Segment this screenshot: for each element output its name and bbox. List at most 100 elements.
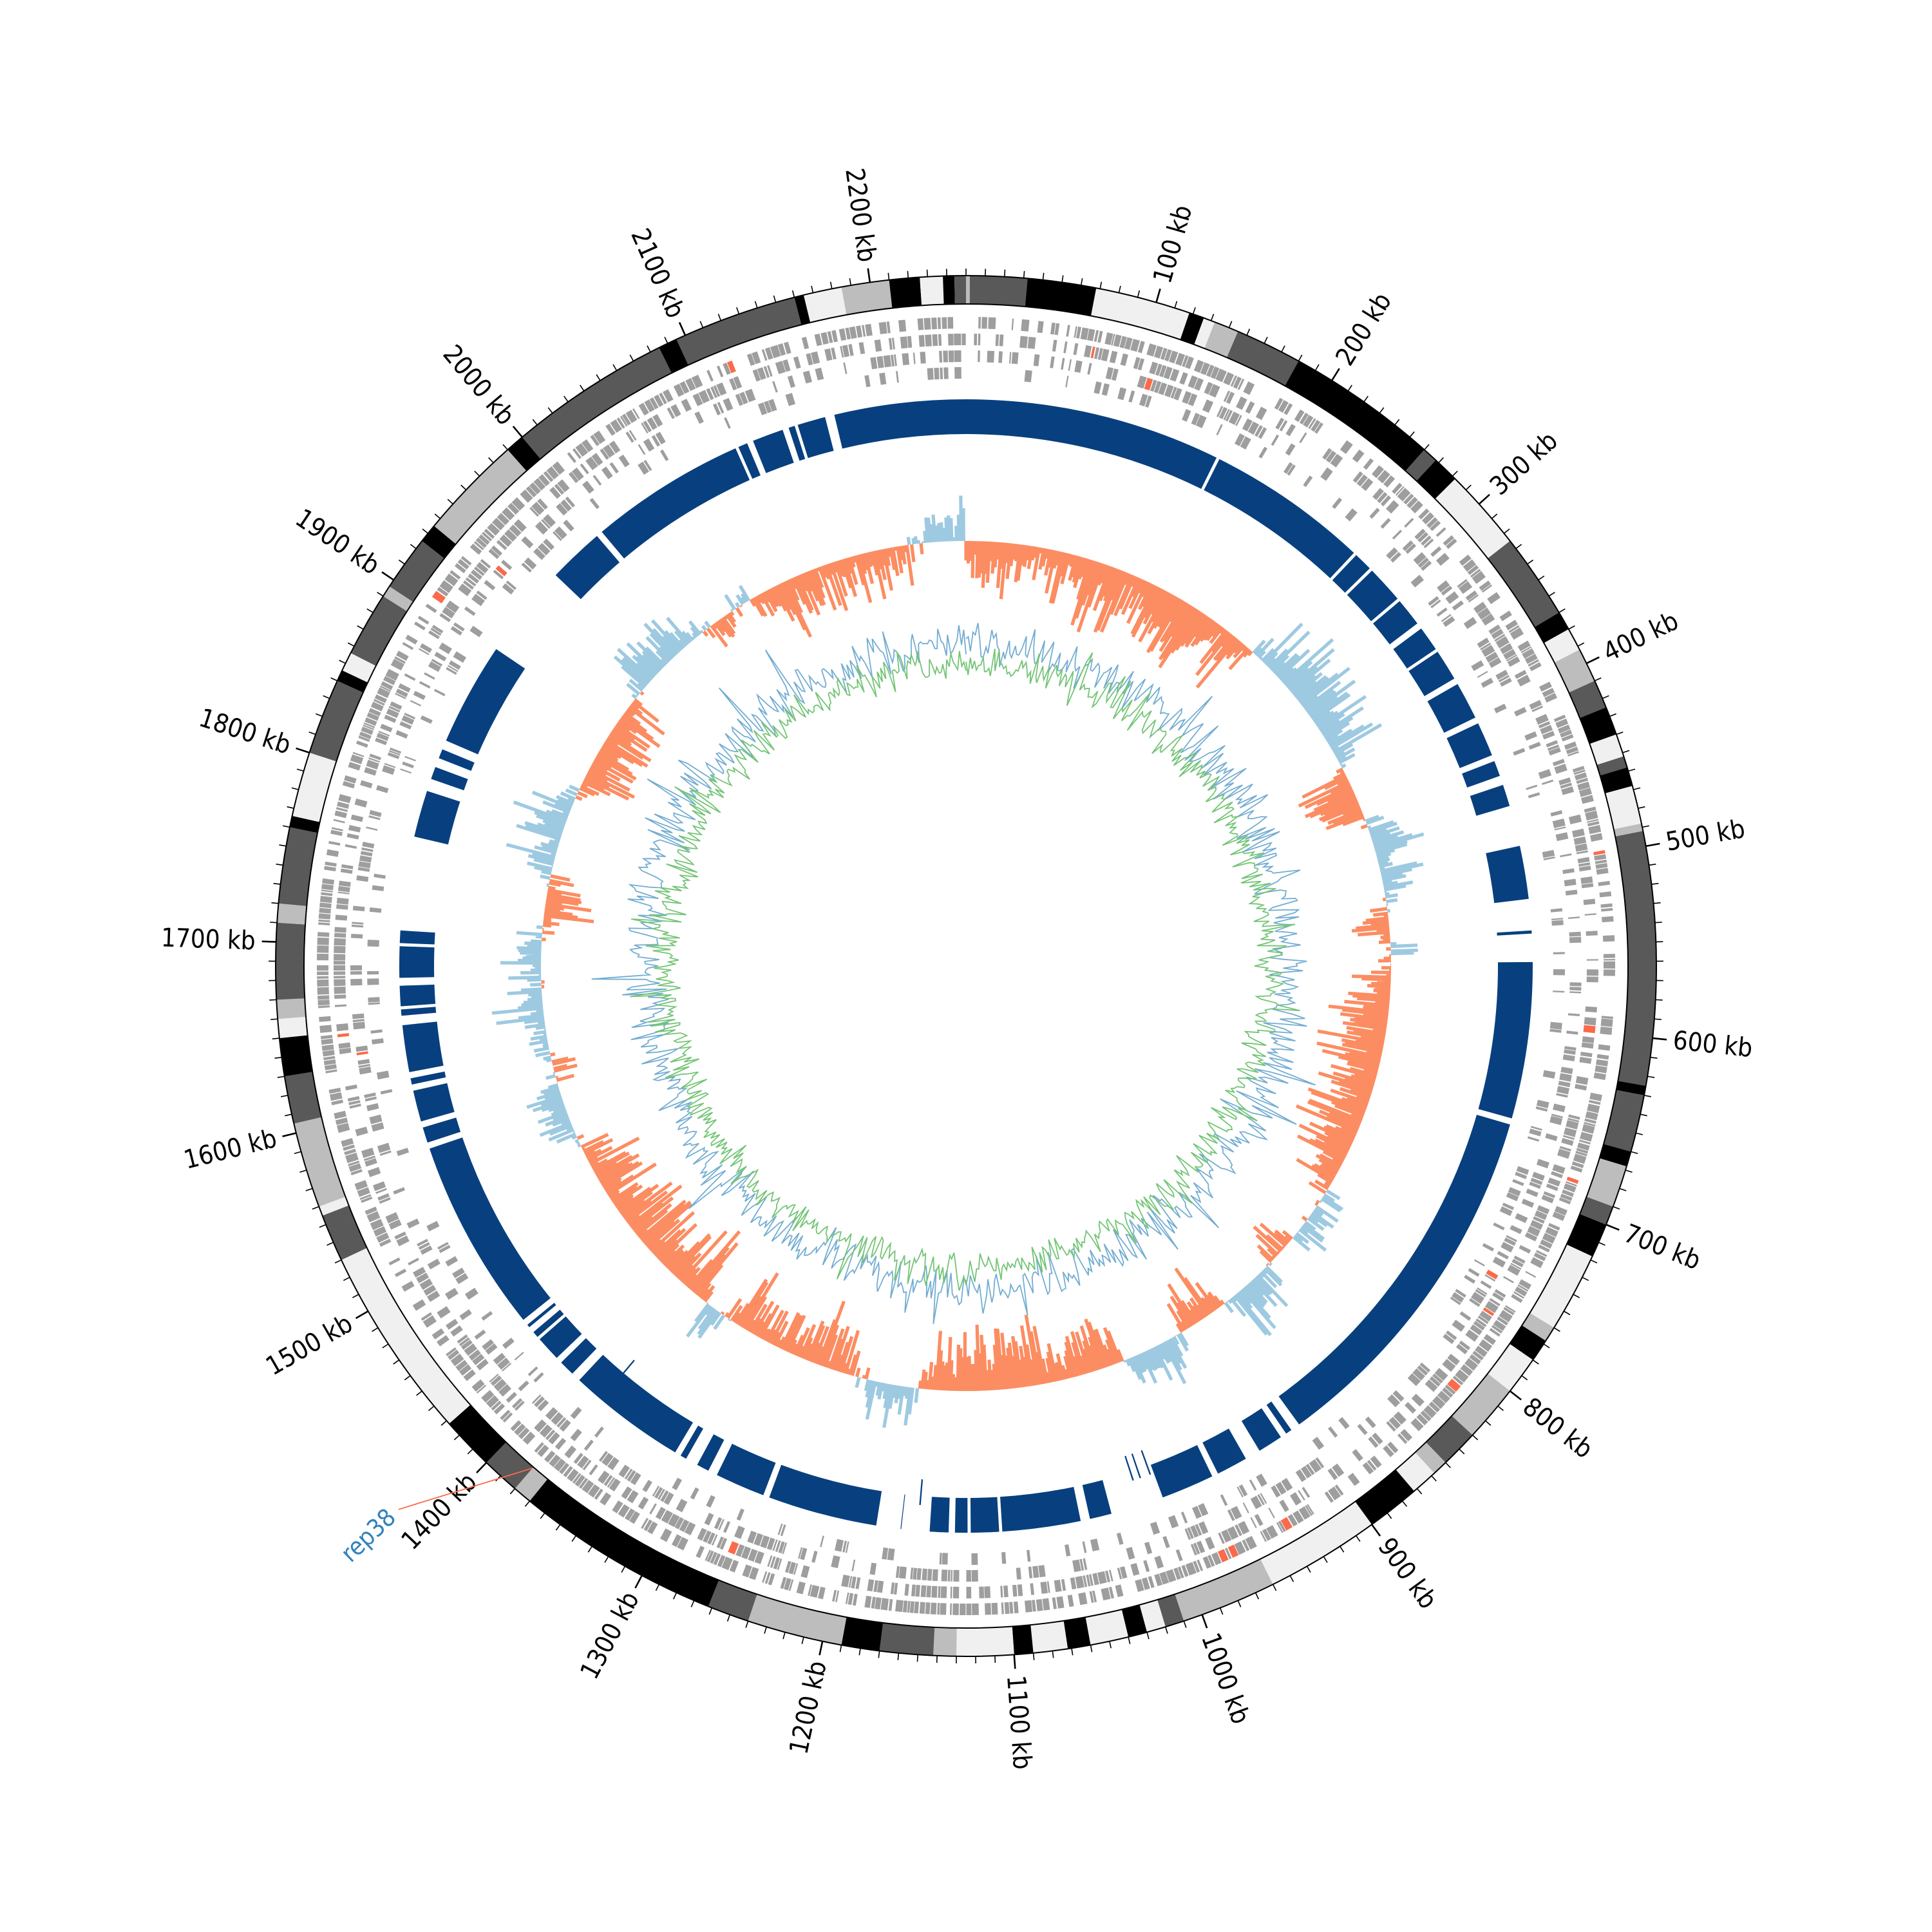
major-tick [1013, 1654, 1016, 1669]
minor-tick [858, 1648, 861, 1656]
minor-tick [305, 1188, 313, 1191]
gene-feature [446, 1347, 457, 1356]
gene-feature [1274, 397, 1283, 410]
gene-feature [334, 945, 346, 954]
gene-feature [1578, 862, 1591, 867]
gene-feature [1104, 332, 1113, 345]
gene-feature [1303, 475, 1313, 488]
gene-feature [1544, 692, 1557, 703]
gene-feature [761, 349, 768, 361]
gene-feature [585, 457, 598, 471]
gene-feature [574, 1475, 585, 1487]
gene-feature [364, 1092, 376, 1099]
gene-feature [987, 350, 995, 363]
gene-feature [1196, 1540, 1206, 1553]
gene-feature [718, 1519, 724, 1531]
gene-feature [1578, 788, 1592, 797]
major-tick [1605, 1224, 1620, 1231]
gene-feature [627, 1470, 636, 1482]
gene-feature [1552, 818, 1566, 828]
minor-tick [1548, 592, 1555, 597]
gene-feature [1432, 1373, 1443, 1384]
block-segment [399, 930, 435, 945]
ideogram-band [1522, 1312, 1555, 1341]
block-segment [1393, 628, 1436, 669]
gene-feature [898, 319, 907, 332]
block-segment [414, 791, 460, 845]
gene-feature [1452, 1376, 1464, 1386]
gene-feature [1435, 527, 1446, 537]
gene-feature [348, 824, 361, 833]
ideogram-band [1180, 312, 1204, 345]
gene-feature [1507, 1264, 1520, 1276]
minor-tick [276, 863, 283, 866]
gene-feature [1352, 1449, 1363, 1462]
gene-feature [1485, 652, 1499, 663]
minor-tick [1538, 575, 1545, 581]
gene-feature [920, 352, 926, 364]
gene-feature [1517, 674, 1531, 687]
major-tick [634, 1575, 643, 1589]
gene-feature [1471, 1291, 1485, 1304]
gene-feature [390, 747, 402, 754]
gene-feature [1499, 643, 1513, 654]
gene-feature [1328, 1426, 1338, 1438]
gene-feature [367, 971, 379, 975]
gene-feature [1258, 427, 1267, 439]
gene-feature [1589, 1100, 1601, 1105]
gene-feature [629, 430, 637, 441]
gene-feature [1560, 782, 1573, 789]
gene-feature [1154, 1555, 1164, 1569]
gene-feature [835, 1539, 844, 1552]
gene-feature [352, 922, 364, 925]
gene-feature [630, 1472, 641, 1485]
minor-tick [1298, 354, 1303, 361]
gene-feature-highlight [1583, 1025, 1596, 1034]
ideogram-band [841, 1617, 884, 1651]
gene-feature [642, 1479, 652, 1492]
gene-feature [926, 1586, 931, 1598]
block-segment [1427, 684, 1475, 733]
ideogram-band [1025, 278, 1097, 316]
gene-feature [564, 1445, 577, 1459]
gene-feature [358, 735, 370, 743]
gene-feature [966, 1603, 972, 1615]
gene-feature [1446, 1330, 1457, 1340]
gene-feature [358, 1064, 370, 1068]
gene-feature [1521, 1198, 1535, 1208]
gene-feature [1600, 903, 1613, 908]
minor-tick [1577, 642, 1585, 647]
gene-feature [1403, 493, 1414, 505]
gene-feature [365, 1158, 377, 1167]
ideogram-band [309, 681, 363, 762]
gene-feature [346, 833, 359, 840]
gene-feature [1510, 1225, 1522, 1235]
gene-feature [1193, 1542, 1200, 1555]
gene-feature [590, 435, 600, 446]
ideogram-band [486, 1442, 534, 1489]
ideogram-band [794, 295, 811, 325]
minor-tick [764, 1627, 767, 1634]
gene-feature [1481, 613, 1495, 626]
gene-feature [1159, 1571, 1170, 1585]
gene-feature [1197, 1559, 1204, 1571]
gene-feature [954, 334, 961, 346]
gene-feature [1595, 1065, 1607, 1074]
gene-feature [587, 1484, 600, 1498]
gene-feature [1543, 1191, 1556, 1198]
gene-feature [372, 885, 384, 891]
gene-feature [317, 995, 330, 1000]
gene-feature [966, 1569, 971, 1582]
gene-feature [1305, 1464, 1315, 1475]
gene-feature [1512, 1179, 1524, 1186]
block-segment [527, 1302, 556, 1327]
minor-tick [1573, 1294, 1580, 1298]
gene-feature [496, 540, 507, 551]
gene-feature [1175, 1549, 1183, 1562]
minor-tick [1146, 1632, 1150, 1640]
gene-feature [1542, 688, 1555, 697]
gene-feature [1528, 792, 1540, 799]
gene-feature [1352, 471, 1363, 483]
gene-feature [777, 343, 786, 356]
gene-feature [1545, 1133, 1558, 1141]
